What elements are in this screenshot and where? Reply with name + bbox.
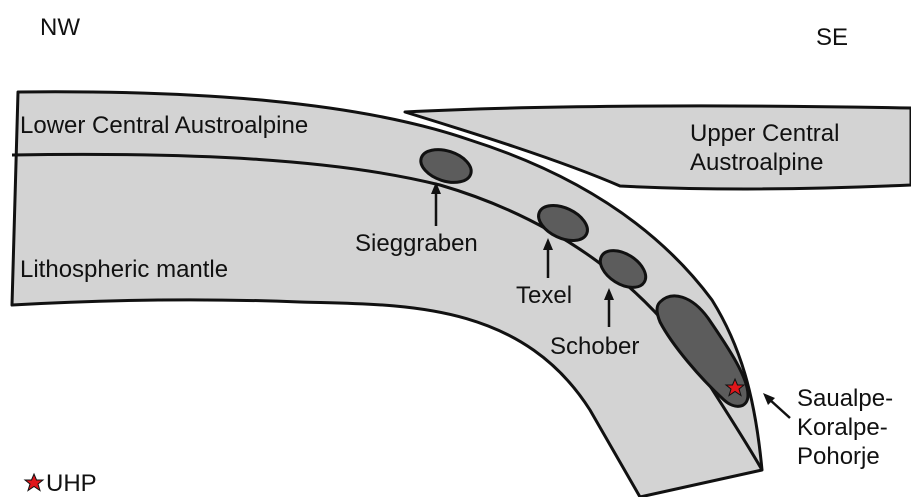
lithospheric-mantle-label: Lithospheric mantle <box>20 256 228 283</box>
se-label: SE <box>816 24 848 51</box>
saualpe-label-1: Saualpe- <box>797 385 893 412</box>
saualpe-label-3: Pohorje <box>797 443 880 470</box>
upper-central-austroalpine-label-1: Upper Central <box>690 120 839 147</box>
lower-central-austroalpine-label: Lower Central Austroalpine <box>20 112 308 139</box>
sieggraben-label: Sieggraben <box>355 230 478 257</box>
uhp-legend-label: UHP <box>46 470 97 497</box>
texel-label: Texel <box>516 282 572 309</box>
schober-label: Schober <box>550 333 639 360</box>
upper-central-austroalpine-label-2: Austroalpine <box>690 149 823 176</box>
saualpe-arrow-line <box>769 399 790 418</box>
uhp-legend-star-icon <box>25 474 43 491</box>
legend: UHP <box>25 470 97 497</box>
saualpe-label-2: Koralpe- <box>797 414 888 441</box>
nw-label: NW <box>40 14 80 41</box>
